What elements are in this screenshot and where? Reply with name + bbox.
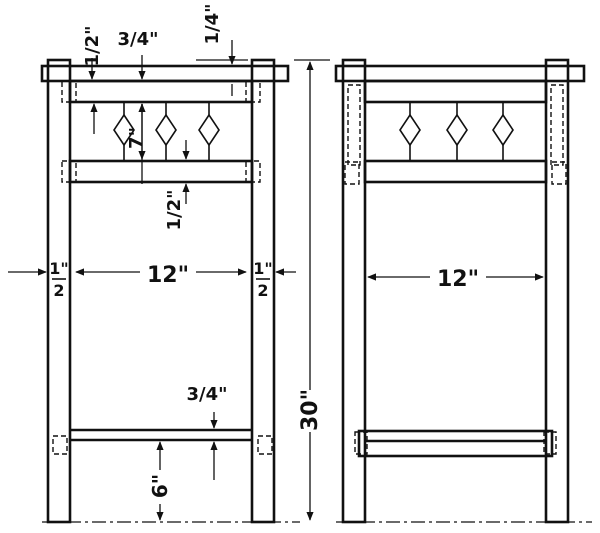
front-diamond-spindles [113, 102, 220, 161]
side-top-rail [363, 79, 548, 104]
lower-gap-label: 1/2" [164, 189, 185, 230]
rail-offset-top-label: 1/2" [82, 25, 103, 66]
side-mortise [354, 431, 368, 455]
rail-thickness-label: 3/4" [117, 29, 158, 50]
front-left-leg [46, 58, 72, 524]
svg-text:1/2": 1/2" [82, 25, 103, 66]
front-tenon [61, 80, 77, 103]
leg-width-left-frac: 2 [53, 281, 64, 300]
width-label: 12" [147, 263, 189, 288]
front-view: 12" 1" 2 1" 2 1/2" 3/4" 1/4" 7" [8, 3, 330, 524]
side-mortise [550, 84, 564, 166]
front-top-rail [68, 79, 254, 104]
side-diamond-spindles [399, 102, 514, 161]
front-lower-rail [68, 159, 254, 184]
stretcher-height-label: 6" [148, 474, 172, 498]
side-mortise [551, 161, 567, 185]
svg-text:30": 30" [298, 389, 323, 431]
svg-text:7": 7" [126, 127, 147, 149]
side-stretcher [357, 429, 554, 458]
svg-text:1/2": 1/2" [164, 189, 185, 230]
front-tenon [245, 160, 261, 183]
total-height-label: 30" [298, 389, 323, 431]
side-right-leg [544, 58, 570, 524]
svg-text:1/4": 1/4" [202, 3, 223, 44]
side-mortise [347, 84, 361, 166]
side-width-label: 12" [437, 267, 479, 292]
front-tenon [257, 435, 273, 455]
side-mortise [543, 431, 557, 455]
side-lower-rail [363, 159, 548, 184]
leg-width-right-frac: 2 [257, 281, 268, 300]
front-tenon [245, 80, 261, 103]
side-mortise [344, 161, 360, 185]
stretcher-thickness-label: 3/4" [186, 384, 227, 405]
leg-width-right-label: 1" [253, 259, 272, 278]
rail-spacing-label: 7" [126, 127, 147, 149]
top-overhang-label: 1/4" [202, 3, 223, 44]
leg-width-left-label: 1" [49, 259, 68, 278]
svg-text:6": 6" [148, 474, 172, 498]
front-tenon [52, 435, 68, 455]
side-left-leg [341, 58, 367, 524]
front-tenon [61, 160, 77, 183]
side-view: 12" [334, 58, 592, 524]
